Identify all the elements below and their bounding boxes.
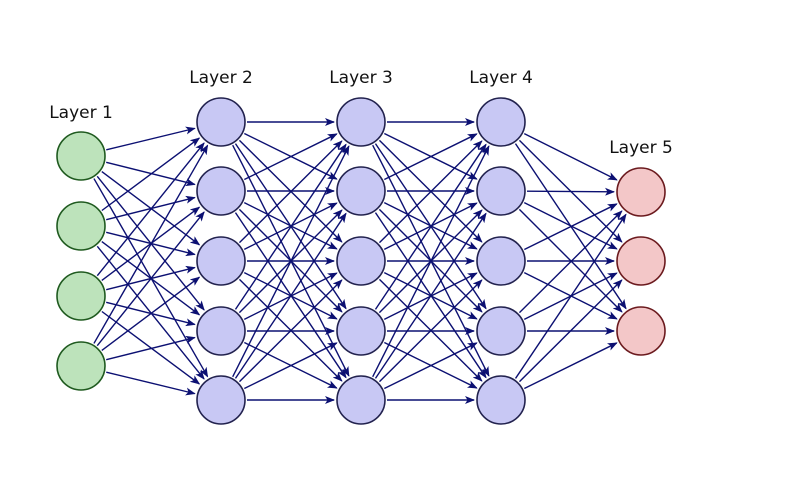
- layer-1-neuron-2: [56, 201, 106, 251]
- edge-l3n5-l4n4: [384, 342, 478, 390]
- edge-l1n4-l2n2: [96, 211, 205, 347]
- edge-l3n5-l4n2: [374, 212, 487, 379]
- edge-l1n3-l2n1: [96, 142, 205, 277]
- layer-2-neuron-2: [196, 166, 246, 216]
- edge-l4n5-l5n3: [524, 342, 618, 390]
- layer-5-label: Layer 5: [609, 138, 673, 158]
- edge-l1n4-l2n1: [93, 144, 209, 344]
- layer-5-neuron-3: [616, 306, 666, 356]
- edge-l1n2-l2n1: [101, 137, 201, 212]
- edge-l1n4-l2n4: [106, 335, 196, 361]
- edge-l2n4-l3n1: [234, 143, 347, 310]
- edge-l3n5-l4n1: [372, 145, 490, 378]
- edge-l4n2-l5n2: [523, 202, 618, 250]
- layer-2-neuron-3: [196, 236, 246, 286]
- edge-l1n1-l2n1: [106, 126, 196, 151]
- edge-l2n3-l3n1: [238, 140, 343, 244]
- edge-l1n4-l2n5: [106, 371, 196, 396]
- layer-4-neuron-5: [476, 375, 526, 425]
- layer-3-label: Layer 3: [329, 68, 393, 88]
- edge-l1n1-l2n2: [106, 161, 196, 187]
- edge-l1n4-l2n3: [101, 276, 201, 351]
- edge-l3n5-l4n3: [378, 279, 483, 383]
- layer-1-neuron-3: [56, 271, 106, 321]
- layer-3-neuron-4: [336, 306, 386, 356]
- connections: [93, 118, 627, 404]
- edge-l2n2-l3n1: [244, 133, 338, 181]
- layer-1-label: Layer 1: [49, 103, 113, 123]
- layer-2-neuron-5: [196, 375, 246, 425]
- layer-2-neuron-1: [196, 97, 246, 147]
- edge-l3n2-l4n1: [384, 133, 478, 181]
- edge-l2n5-l3n1: [232, 145, 350, 378]
- edge-l3n3-l4n1: [378, 140, 483, 244]
- edge-l4n5-l5n2: [518, 279, 623, 383]
- edge-l2n5-l3n4: [244, 342, 338, 390]
- edge-l2n5-l3n2: [234, 212, 347, 379]
- layer-3-neuron-3: [336, 236, 386, 286]
- neurons: [56, 97, 666, 425]
- layer-1-neuron-4: [56, 341, 106, 391]
- layer-1-neuron-1: [56, 131, 106, 181]
- layer-labels: Layer 1 Layer 2 Layer 3 Layer 4 Layer 5: [49, 68, 673, 158]
- layer-2-label: Layer 2: [189, 68, 253, 88]
- layer-4-neuron-3: [476, 236, 526, 286]
- edge-l4n2-l5n1: [526, 187, 615, 196]
- edge-l4n5-l5n1: [514, 213, 627, 379]
- layer-2-neuron-4: [196, 306, 246, 356]
- edge-l3n4-l4n1: [374, 143, 487, 310]
- edge-l4n4-l5n1: [518, 210, 623, 314]
- layer-5-neuron-2: [616, 236, 666, 286]
- edge-l4n1-l5n1: [523, 133, 618, 181]
- edge-l1n2-l2n5: [96, 245, 205, 380]
- layer-4-neuron-1: [476, 97, 526, 147]
- edge-l4n3-l5n1: [524, 203, 618, 251]
- layer-3-neuron-2: [336, 166, 386, 216]
- layer-5-neuron-1: [616, 167, 666, 217]
- edge-l2n5-l3n3: [238, 279, 343, 383]
- layer-4-neuron-4: [476, 306, 526, 356]
- edge-l1n3-l2n5: [101, 310, 201, 385]
- layer-4-neuron-2: [476, 166, 526, 216]
- layer-3-neuron-5: [336, 375, 386, 425]
- layer-3-neuron-1: [336, 97, 386, 147]
- layer-4-label: Layer 4: [469, 68, 533, 88]
